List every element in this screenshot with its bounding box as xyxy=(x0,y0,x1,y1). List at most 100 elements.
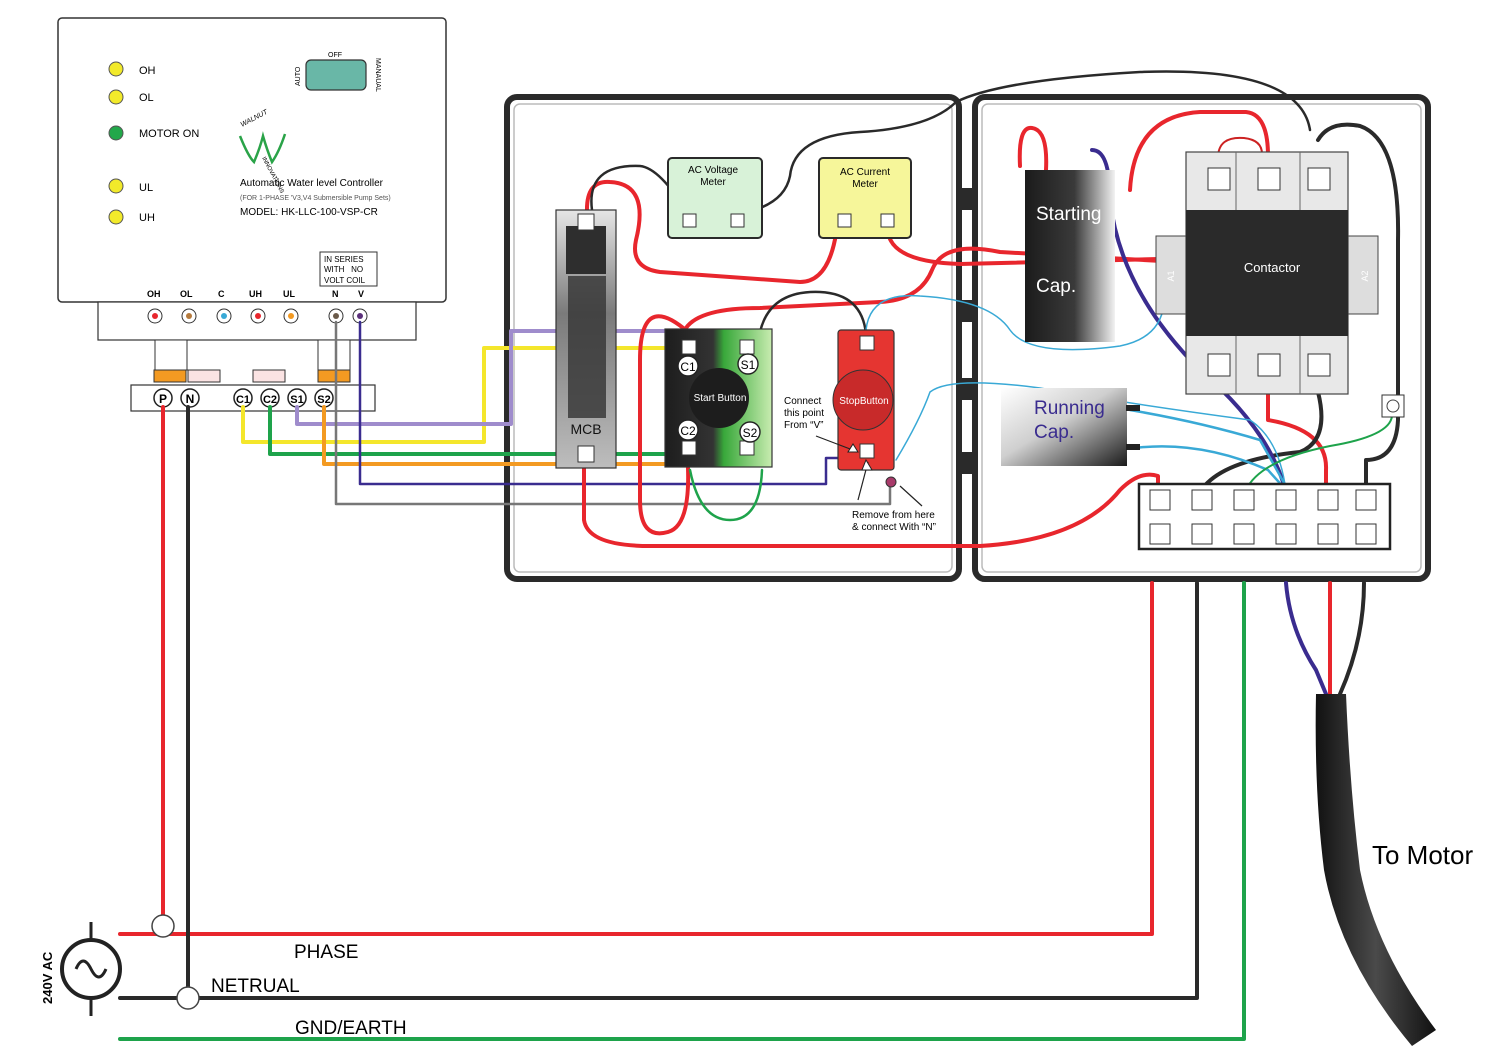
contactor-jumper-wire xyxy=(1217,136,1263,159)
voltage-meter: AC Voltage Meter xyxy=(667,157,763,239)
voltage-meter-label: AC Voltage xyxy=(688,165,738,176)
led-icon xyxy=(108,61,124,77)
start-button-label: Start Button xyxy=(694,393,747,404)
mcb[interactable]: MCB xyxy=(555,209,617,469)
terminal-p-label: P xyxy=(159,392,167,406)
arrow-icon xyxy=(899,485,923,507)
indicator-label: OH xyxy=(139,65,156,77)
indicator-ul: UL xyxy=(108,178,153,194)
source-voltage-label: 240V AC xyxy=(40,951,55,1004)
terminal-screws xyxy=(1149,489,1377,545)
motor-black-wire xyxy=(1338,581,1366,696)
series-note-line: IN SERIES xyxy=(324,255,364,264)
contactor-right-black xyxy=(1316,122,1401,496)
contactor: Contactor A1 A2 xyxy=(1155,151,1379,395)
earth-stud xyxy=(1381,394,1405,418)
terminal-dot-icon xyxy=(885,476,897,488)
series-note-line: WITH NO xyxy=(324,265,363,274)
power-terminals: P N C1 C2 S1 S2 xyxy=(153,388,334,408)
terminal-label: UH xyxy=(249,289,262,299)
series-note: IN SERIES WITH NO VOLT COIL xyxy=(319,251,378,287)
connect-note-line: From “V” xyxy=(784,420,823,431)
start-term-c2: C2 xyxy=(680,424,696,438)
phase-junction-icon xyxy=(151,914,175,938)
led-icon xyxy=(108,178,124,194)
contactor-neutral-black xyxy=(1198,390,1324,494)
earth-label: GND/EARTH xyxy=(295,1018,407,1039)
current-meter: AC Current Meter xyxy=(818,157,912,239)
indicator-uh: UH xyxy=(108,209,155,225)
switch-auto-label: AUTO xyxy=(295,66,302,86)
phase-label: PHASE xyxy=(294,942,358,963)
indicator-ol: OL xyxy=(108,89,154,105)
switch-manual-label: MANAUAL xyxy=(374,58,381,92)
start-loop-wire xyxy=(638,314,691,536)
neutral-junction-icon xyxy=(176,986,200,1010)
indicator-label: MOTOR ON xyxy=(139,128,199,140)
contactor-a1-label: A1 xyxy=(1166,270,1176,281)
starting-capacitor: Starting Cap. xyxy=(1025,170,1115,342)
starting-cap-label: Starting xyxy=(1036,204,1101,225)
start-button[interactable]: Start Button C1 S1 C2 S2 xyxy=(664,328,773,468)
indicator-label: UL xyxy=(139,182,153,194)
phase-wire xyxy=(118,581,1154,936)
terminal-label: UL xyxy=(283,289,295,299)
terminal-s2-label: S2 xyxy=(317,394,330,406)
indicator-label: OL xyxy=(139,92,154,104)
start-term-c1: C1 xyxy=(680,360,696,374)
c2-wire xyxy=(268,405,690,456)
neutral-wire xyxy=(118,581,1199,1000)
start-green-loop xyxy=(688,468,764,522)
stop-button[interactable]: StopButton xyxy=(832,329,895,471)
indicator-motor-on: MOTOR ON xyxy=(108,125,199,141)
earth-wire xyxy=(118,581,1246,1041)
mcb-out-wire xyxy=(582,466,1160,548)
to-motor-label: To Motor xyxy=(1372,840,1473,870)
ac-source: 240V AC xyxy=(40,922,122,1016)
start-term-s1: S1 xyxy=(741,358,756,372)
connect-note-line: Connect xyxy=(784,396,821,407)
indicator-label: UH xyxy=(139,212,155,224)
terminal-label: V xyxy=(358,289,364,299)
mcb-label: MCB xyxy=(570,421,601,437)
neutral-label: NETRUAL xyxy=(211,976,300,997)
logo-w-icon xyxy=(238,131,287,165)
c1-wire xyxy=(241,346,690,444)
start-cap-wire xyxy=(1017,125,1049,172)
switch-knob[interactable] xyxy=(305,59,367,91)
terminal-n-label: N xyxy=(186,392,195,406)
led-icon xyxy=(108,89,124,105)
starting-cap-label: Cap. xyxy=(1036,276,1076,297)
water-level-controller: OH OL MOTOR ON UL UH AUTO OFF MANAUAL xyxy=(57,17,447,412)
arrow-head-icon xyxy=(847,443,859,453)
run-cap-cyan-2 xyxy=(1132,445,1288,492)
cap-to-contactor-wire xyxy=(1128,110,1270,192)
n-wire xyxy=(334,320,892,506)
remove-note-line: Remove from here xyxy=(852,510,935,521)
motor-navy-wire xyxy=(1284,581,1328,696)
terminal-s1-label: S1 xyxy=(290,394,303,406)
run-cap-cyan-1 xyxy=(1128,408,1290,492)
connect-note-line: this point xyxy=(784,408,824,419)
output-terminal-block xyxy=(1137,482,1392,551)
terminal-label: OH xyxy=(147,289,161,299)
mode-switch[interactable]: AUTO OFF MANAUAL xyxy=(295,52,381,92)
current-meter-label: Meter xyxy=(852,179,878,190)
sine-wave-icon xyxy=(74,959,108,979)
contactor-label: Contactor xyxy=(1244,260,1301,275)
terminal-label: C xyxy=(218,289,225,299)
sensor-terminals xyxy=(147,308,368,324)
running-cap-label: Running xyxy=(1034,398,1105,419)
start-term-s2: S2 xyxy=(743,426,758,440)
connect-note: Connect this point From “V” xyxy=(784,396,859,453)
controller-model: MODEL: HK-LLC-100-VSP-CR xyxy=(240,207,378,218)
stop-button-label: StopButton xyxy=(839,396,888,407)
controller-title: Automatic Water level Controller xyxy=(240,178,384,189)
start-stop-link xyxy=(758,290,868,336)
arrow-head-icon xyxy=(861,458,873,471)
terminal-c2-label: C2 xyxy=(263,394,277,406)
switch-off-label: OFF xyxy=(328,52,342,59)
running-capacitor: Running Cap. xyxy=(1001,388,1140,466)
voltage-meter-label: Meter xyxy=(700,177,726,188)
